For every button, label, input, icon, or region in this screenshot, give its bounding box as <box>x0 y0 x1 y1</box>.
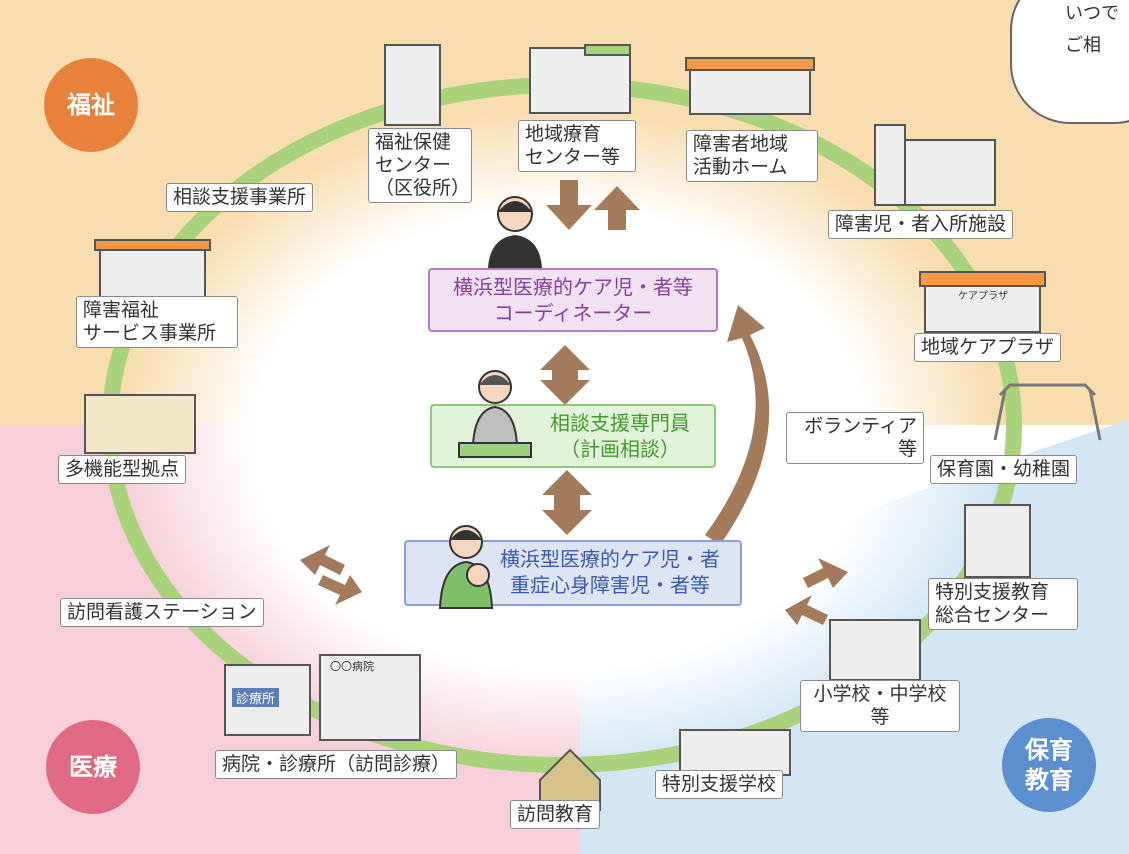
fukushi-hoken-line-2: センター <box>375 154 452 176</box>
label-care-plaza: 地域ケアプラザ <box>914 333 1062 362</box>
icon-service-building <box>99 244 206 301</box>
label-chiiki-katsudo: 障害者地域 活動ホーム <box>686 130 818 182</box>
label-fukushi-hoken: 福祉保健 センター （区役所） <box>368 128 472 203</box>
icon-gakko-building <box>679 729 791 776</box>
icon-ryoiku-sign <box>584 44 631 56</box>
label-tokubetsu-center: 特別支援教育 総合センター <box>928 578 1078 630</box>
chiiki-katsudo-line-2: 活動ホーム <box>693 156 788 178</box>
arrow-up-top <box>594 186 640 230</box>
icon-tokubetsu-center-building <box>964 504 1031 578</box>
label-chiiki-ryoiku: 地域療育 センター等 <box>518 120 636 172</box>
icon-ryoiku-building <box>529 47 631 114</box>
arrow-curved <box>705 305 770 545</box>
service-jigyosho-line-1: 障害福祉 <box>83 299 160 321</box>
target-line-1: 横浜型医療的ケア児・者 <box>500 547 720 571</box>
arrow-left-in <box>318 575 362 605</box>
label-hoikuen: 保育園・幼稚園 <box>930 455 1078 484</box>
fukushi-hoken-line-3: （区役所） <box>375 177 471 199</box>
arrow-double-2 <box>542 470 592 535</box>
speech-bubble-text: いつで ご相 <box>1065 2 1119 58</box>
label-service-jigyosho: 障害福祉 サービス事業所 <box>76 296 238 348</box>
label-takino: 多機能型拠点 <box>58 455 187 484</box>
chiiki-katsudo-line-1: 障害者地域 <box>693 133 789 155</box>
label-homon-kyoiku: 訪問教育 <box>510 800 601 829</box>
consultant-line-1: 相談支援専門員 <box>550 411 690 435</box>
icon-service-roof <box>94 239 211 251</box>
speech-line-1: いつで <box>1065 3 1119 24</box>
tokubetsu-center-line-2: 総合センター <box>935 604 1050 626</box>
icon-katsudo-roof <box>685 57 815 71</box>
welfare-label: 福祉 <box>67 91 115 119</box>
medical-label: 医療 <box>69 753 117 781</box>
service-jigyosho-line-2: サービス事業所 <box>83 322 217 344</box>
education-circle: 保育 教育 <box>1002 718 1096 812</box>
arrow-right-in <box>785 595 828 625</box>
speech-bubble <box>1010 0 1129 124</box>
hospital-sign: 〇〇病院 <box>330 660 374 673</box>
coordinator-line-2: コーディネーター <box>493 301 653 325</box>
icon-nyusho-tower <box>874 124 906 206</box>
tokubetsu-center-line-1: 特別支援教育 <box>935 581 1050 603</box>
icon-careplaza-building <box>924 281 1041 333</box>
label-school: 小学校・中学校 等 <box>800 680 960 732</box>
icon-careplaza-roof <box>919 271 1046 287</box>
playground-icon <box>993 383 1102 441</box>
label-homon-kango: 訪問看護ステーション <box>60 598 264 627</box>
childcare-label: 保育 <box>1025 736 1073 764</box>
school-line-2: 等 <box>870 706 890 728</box>
chiiki-ryoiku-line-1: 地域療育 <box>525 123 602 145</box>
arrow-left-out <box>300 545 345 575</box>
volunteer-line-2: 等 <box>897 438 917 460</box>
fukushi-hoken-line-1: 福祉保健 <box>375 131 452 153</box>
clinic-sign: 診療所 <box>232 688 280 707</box>
icon-fukushi-building <box>384 44 441 126</box>
target-person-icon <box>438 525 494 609</box>
icon-takino-building <box>84 394 196 454</box>
icon-school-building <box>829 619 921 681</box>
careplaza-sign: ケアプラザ <box>958 291 1008 302</box>
medical-circle: 医療 <box>46 720 140 814</box>
coordinator-person-icon <box>488 196 542 268</box>
label-volunteer: ボランティア 等 <box>786 412 924 464</box>
volunteer-line-1: ボランティア <box>804 415 917 437</box>
arrow-double-1 <box>540 345 590 405</box>
chiiki-ryoiku-line-2: センター等 <box>525 146 621 168</box>
education-label: 教育 <box>1025 766 1073 794</box>
arrow-right-out <box>803 558 848 588</box>
target-line-2: 重症心身障害児・者等 <box>510 573 710 597</box>
label-tokubetsu-gakko: 特別支援学校 <box>655 770 784 799</box>
coordinator-line-1: 横浜型医療的ケア児・者等 <box>453 275 693 299</box>
speech-line-2: ご相 <box>1065 35 1101 56</box>
consultant-line-2: （計画相談） <box>560 437 680 461</box>
icon-hospital-building <box>319 654 421 741</box>
school-line-1: 小学校・中学校 <box>813 683 947 705</box>
building-icons <box>84 44 1046 811</box>
welfare-circle: 福祉 <box>44 58 138 152</box>
arrows <box>300 180 848 625</box>
arrow-down-top <box>546 180 592 230</box>
label-soudan-shien: 相談支援事業所 <box>166 183 314 212</box>
coordinator-box: 横浜型医療的ケア児・者等 コーディネーター <box>428 268 718 332</box>
label-hospital: 病院・診療所（訪問診療） <box>215 750 458 779</box>
consultant-person-icon <box>458 370 532 458</box>
label-nyusho-shisetsu: 障害児・者入所施設 <box>828 210 1014 239</box>
